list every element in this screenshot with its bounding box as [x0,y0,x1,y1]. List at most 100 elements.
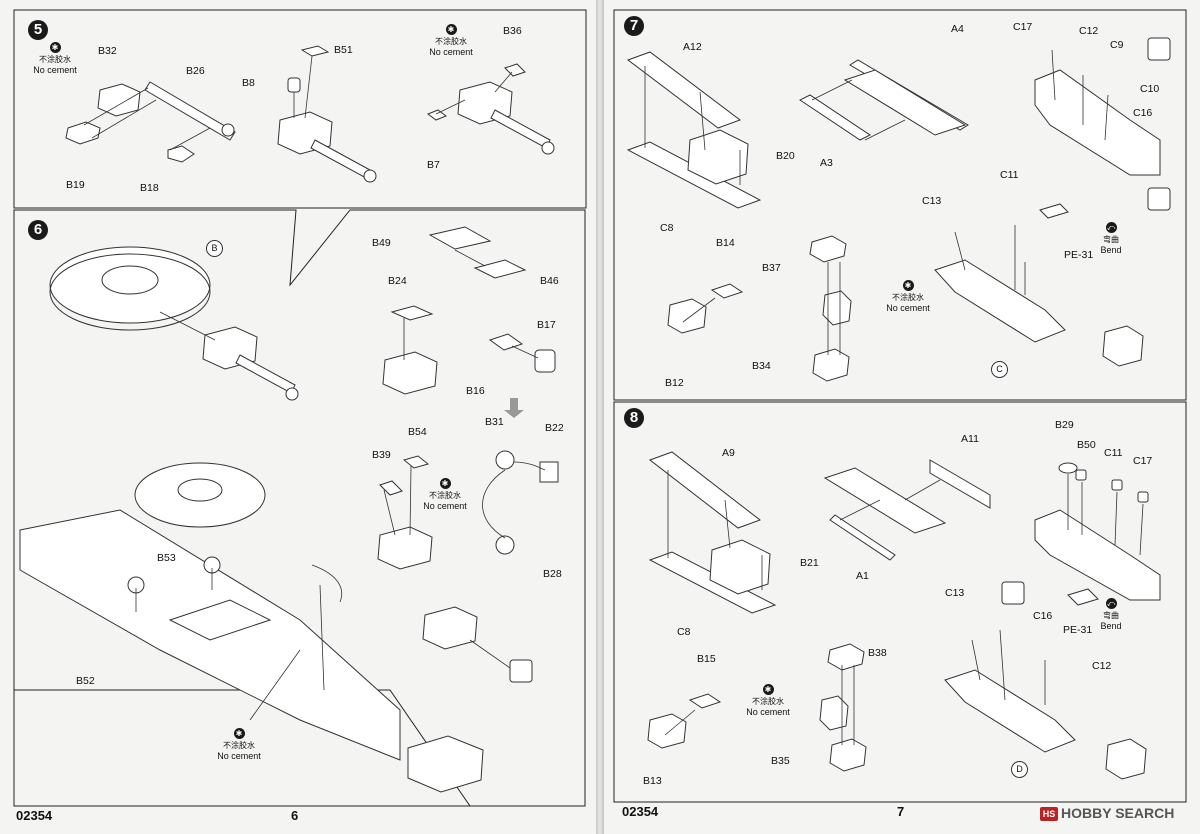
b46-part [473,259,527,279]
b12-part [667,298,707,334]
assembly-ref-c: C [991,361,1008,378]
label-b18: B18 [140,182,159,194]
label-c17: C17 [1013,21,1033,33]
b22-part [539,461,559,483]
b24-part [390,305,434,321]
b26-end [221,123,235,137]
label-b8: B8 [242,77,255,89]
step-6-badge: 6 [28,220,48,240]
label-a9: A9 [722,447,735,459]
no-cement-note-s5a: ✱ 不涂胶水 No cement [33,42,77,75]
step6-frame [13,209,586,807]
label-b53: B53 [157,552,176,564]
step5-mid-arm-end [363,169,377,183]
label-b17: B17 [537,319,556,331]
b54-part [402,455,430,469]
step7-chassis-section [843,69,967,136]
assembly-ref-b: B [206,240,223,257]
label-b20: B20 [776,150,795,162]
step-5-badge: 5 [28,20,48,40]
label-c8: C8 [660,222,674,234]
a3-part [799,94,871,141]
bend-icon: ⤺ [1105,222,1117,233]
no-cement-icon: ✱ [233,728,245,739]
step7-lower-body [934,259,1066,343]
pe31-step8-callout-part [1067,588,1099,606]
no-cement-icon: ✱ [762,684,774,695]
c17-step8-part [1137,491,1149,503]
b37-part [809,235,847,263]
step-7-badge: 7 [624,16,644,36]
b7-part [426,109,448,121]
assembly-ref-d: D [1011,761,1028,778]
label-c11-s8: C11 [1104,447,1123,459]
label-c13-s8: C13 [945,587,965,599]
step6-top-arm-end [285,387,299,401]
a11-part [929,459,991,509]
bend-note-s8: ⤺ 弯曲 Bend [1100,598,1122,631]
step7-lower-end-assembly [1102,325,1144,367]
b28-part [495,535,515,555]
label-b15: B15 [697,653,716,665]
a12-part [626,51,742,129]
step6-top-arm [235,354,296,394]
step6-frame-left [13,210,470,807]
c16-step8-callout-part [1001,581,1025,605]
step6-b54-assembly [377,526,433,570]
right-product-code: 02354 [622,804,659,819]
label-b14: B14 [716,237,735,249]
label-b16: B16 [466,385,485,397]
step5-right-arm-end [541,141,555,155]
label-b12: B12 [665,377,684,389]
label-b29: B29 [1055,419,1074,431]
c9-callout-part [1147,37,1171,61]
label-b51: B51 [334,44,353,56]
b20-part [687,129,749,185]
label-b13: B13 [643,775,662,787]
b21-part [709,539,771,595]
label-b38: B38 [868,647,887,659]
step6-right-small-part [509,659,533,683]
label-c16-s8: C16 [1033,610,1053,622]
hobby-search-logo-icon: HS [1040,807,1058,822]
step5-right-arm [490,109,551,149]
b8-part [287,77,301,93]
a1-part [829,514,896,561]
right-page-number: 7 [897,804,905,819]
b19-part [65,121,101,145]
c16-callout-part [1147,187,1171,211]
label-c17-s8: C17 [1133,455,1153,467]
b34-part [812,348,850,382]
step6-b24-assembly [382,351,438,395]
label-pe31: PE-31 [1064,249,1094,261]
label-c12-s8: C12 [1092,660,1112,672]
left-page-number: 6 [291,808,299,823]
step8-lower-body [944,669,1076,753]
a9-part [648,451,762,529]
b17-part [534,349,556,373]
no-cement-icon: ✱ [902,280,914,291]
step8-chassis-section [823,467,947,534]
b39-part [379,480,403,496]
label-c10: C10 [1140,83,1160,95]
step8-frame [613,401,1187,803]
step6-guide-lines [135,249,546,721]
flow-arrow-icon [504,398,524,418]
label-pe31-s8: PE-31 [1063,624,1093,636]
b15-part [688,693,722,709]
left-product-code: 02354 [16,808,53,823]
label-b26: B26 [186,65,205,77]
c11-step8-part [1111,479,1123,491]
no-cement-note-s6b: ✱ 不涂胶水 No cement [217,728,261,761]
label-b52: B52 [76,675,95,687]
turret-ring-top-hole [101,265,159,295]
no-cement-icon: ✱ [49,42,61,53]
no-cement-note-s5b: ✱ 不涂胶水 No cement [429,24,473,57]
step5-parts [65,45,555,183]
label-c13: C13 [922,195,942,207]
b32-part [97,83,141,117]
label-b39: B39 [372,449,391,461]
